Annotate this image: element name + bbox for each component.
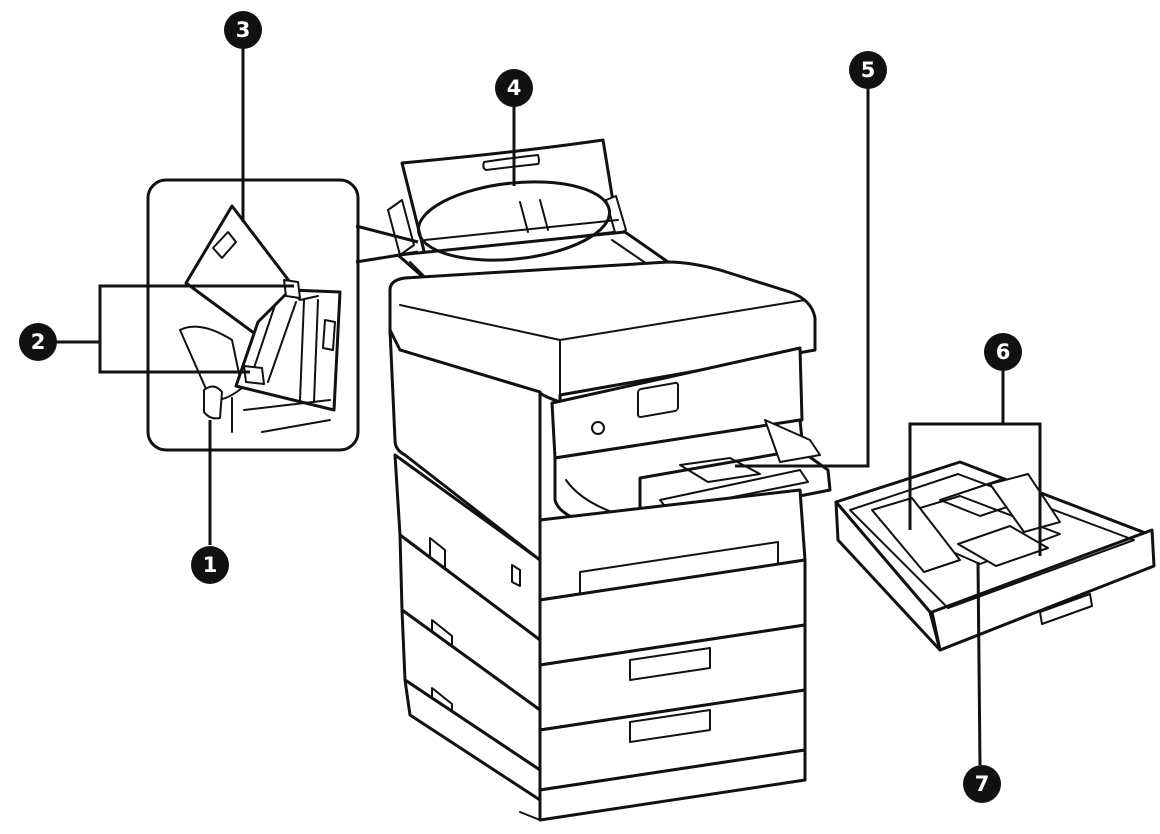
callout-label-4: 4 [507, 76, 522, 100]
callout-badge-2: 2 [19, 323, 57, 361]
callout-label-2: 2 [31, 330, 46, 354]
inset-rear-paper-feed [146, 178, 419, 452]
callout-label-3: 3 [236, 18, 251, 42]
callout-label-6: 6 [996, 340, 1011, 364]
control-panel [550, 346, 804, 460]
callout-label-1: 1 [203, 553, 218, 577]
callout-badge-3: 3 [224, 11, 262, 49]
callout-badge-1: 1 [191, 546, 229, 584]
printer-body-lower [388, 328, 807, 822]
printer-illustration [387, 138, 832, 822]
callout-badge-6: 6 [984, 333, 1022, 371]
callout-badge-5: 5 [849, 51, 887, 89]
callout-badge-7: 7 [963, 765, 1001, 803]
callout-label-5: 5 [861, 58, 876, 82]
leader-lines [56, 46, 1042, 766]
paper-cassette-illustration [834, 460, 1156, 652]
zoom-ellipse [416, 180, 612, 262]
callout-badge-4: 4 [495, 69, 533, 107]
callout-label-7: 7 [975, 772, 990, 796]
